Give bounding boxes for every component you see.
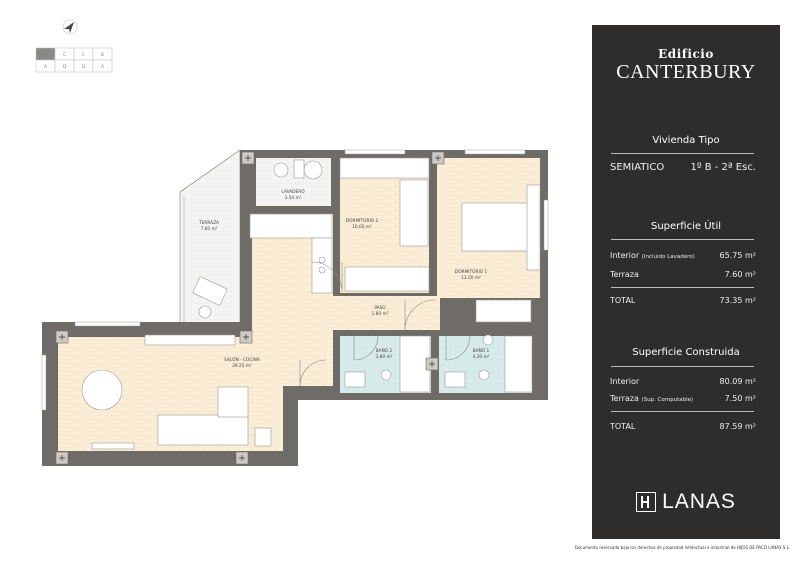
- divider: [611, 366, 754, 367]
- lanas-logo: LANAS: [592, 490, 780, 514]
- room-name: BAÑO 1: [473, 347, 490, 354]
- vivienda-row: SEMIATICO 1º B - 2ª Esc.: [610, 162, 756, 173]
- room-area: 4.20 m²: [473, 354, 490, 360]
- key-plan-label: D: [82, 64, 85, 69]
- room-name: BAÑO 2: [376, 347, 393, 354]
- room-name: LAVADERO: [281, 189, 305, 195]
- structural-columns: [55, 151, 445, 465]
- util-title: Superficie Útil: [651, 221, 721, 232]
- floor-plan: D C C B A D D A: [35, 19, 549, 466]
- divider: [611, 287, 754, 288]
- column-marker-icon: [425, 357, 439, 371]
- room-area: 29.25 m²: [232, 363, 252, 369]
- divider: [611, 411, 754, 412]
- column-marker-icon: [235, 451, 249, 465]
- room-area: 10.00 m²: [352, 224, 372, 230]
- room-area: 1.80 m²: [372, 311, 389, 317]
- key-plan-label: A: [101, 64, 104, 69]
- lanas-logo-icon: [636, 492, 657, 512]
- north-compass-icon: [62, 19, 78, 35]
- construida-row-terraza: Terraza (Sup. Computable) 7.50 m²: [610, 394, 756, 403]
- key-plan-label: D: [63, 64, 66, 69]
- column-marker-icon: [239, 330, 253, 344]
- room-area: 3.50 m²: [285, 195, 302, 201]
- windows: [41, 149, 549, 411]
- room-name: PASO: [374, 305, 386, 311]
- room-labels: LAVADERO 3.50 m² TERRAZA 7.60 m² DORMITO…: [198, 189, 490, 369]
- logo-edificio: Edificio: [658, 47, 714, 61]
- copyright-footer: Documento reservado bajo los derechos de…: [574, 545, 791, 550]
- room-name: DORMITORIO 2: [346, 218, 379, 224]
- column-marker-icon: [55, 330, 69, 344]
- key-plan-label: D: [44, 52, 47, 57]
- column-marker-icon: [241, 151, 255, 165]
- info-panel: Edificio CANTERBURY Vivienda Tipo SEMIAT…: [592, 25, 780, 539]
- key-plan-label: B: [101, 52, 104, 57]
- key-plan-cell: [92, 59, 113, 73]
- construida-row-interior: Interior 80.09 m²: [610, 377, 756, 386]
- unidad: 1º B - 2ª Esc.: [690, 162, 756, 173]
- construida-title: Superficie Construida: [632, 347, 740, 358]
- salon-cocina-floor: [58, 214, 440, 451]
- key-plan: D C C B A D D A: [35, 47, 113, 73]
- construida-total: TOTAL 87.59 m²: [610, 422, 756, 431]
- key-plan-label: C: [63, 52, 66, 57]
- logo-building-name: CANTERBURY: [616, 61, 756, 83]
- room-name: DORMITORIO 1: [455, 269, 488, 275]
- tipo: SEMIATICO: [610, 162, 665, 173]
- divider: [611, 153, 754, 154]
- util-row-terraza: Terraza 7.60 m²: [610, 270, 756, 279]
- room-area: 7.60 m²: [201, 226, 218, 232]
- column-marker-icon: [431, 151, 445, 165]
- key-plan-label: C: [82, 52, 85, 57]
- room-name: TERRAZA: [198, 220, 219, 226]
- room-area: 3.80 m²: [376, 354, 393, 360]
- room-area: 13.20 m²: [461, 275, 481, 281]
- divider: [611, 239, 754, 240]
- room-name: SALÓN - COCINA: [224, 356, 260, 363]
- util-total: TOTAL 73.35 m²: [610, 296, 756, 305]
- column-marker-icon: [55, 451, 69, 465]
- furniture: [81, 157, 541, 450]
- vivienda-title: Vivienda Tipo: [652, 135, 720, 146]
- brand-name: LANAS: [662, 490, 736, 513]
- util-row-interior: Interior (Incluido Lavadero) 65.75 m²: [610, 251, 756, 260]
- doors: [299, 261, 471, 387]
- key-plan-label: A: [44, 64, 47, 69]
